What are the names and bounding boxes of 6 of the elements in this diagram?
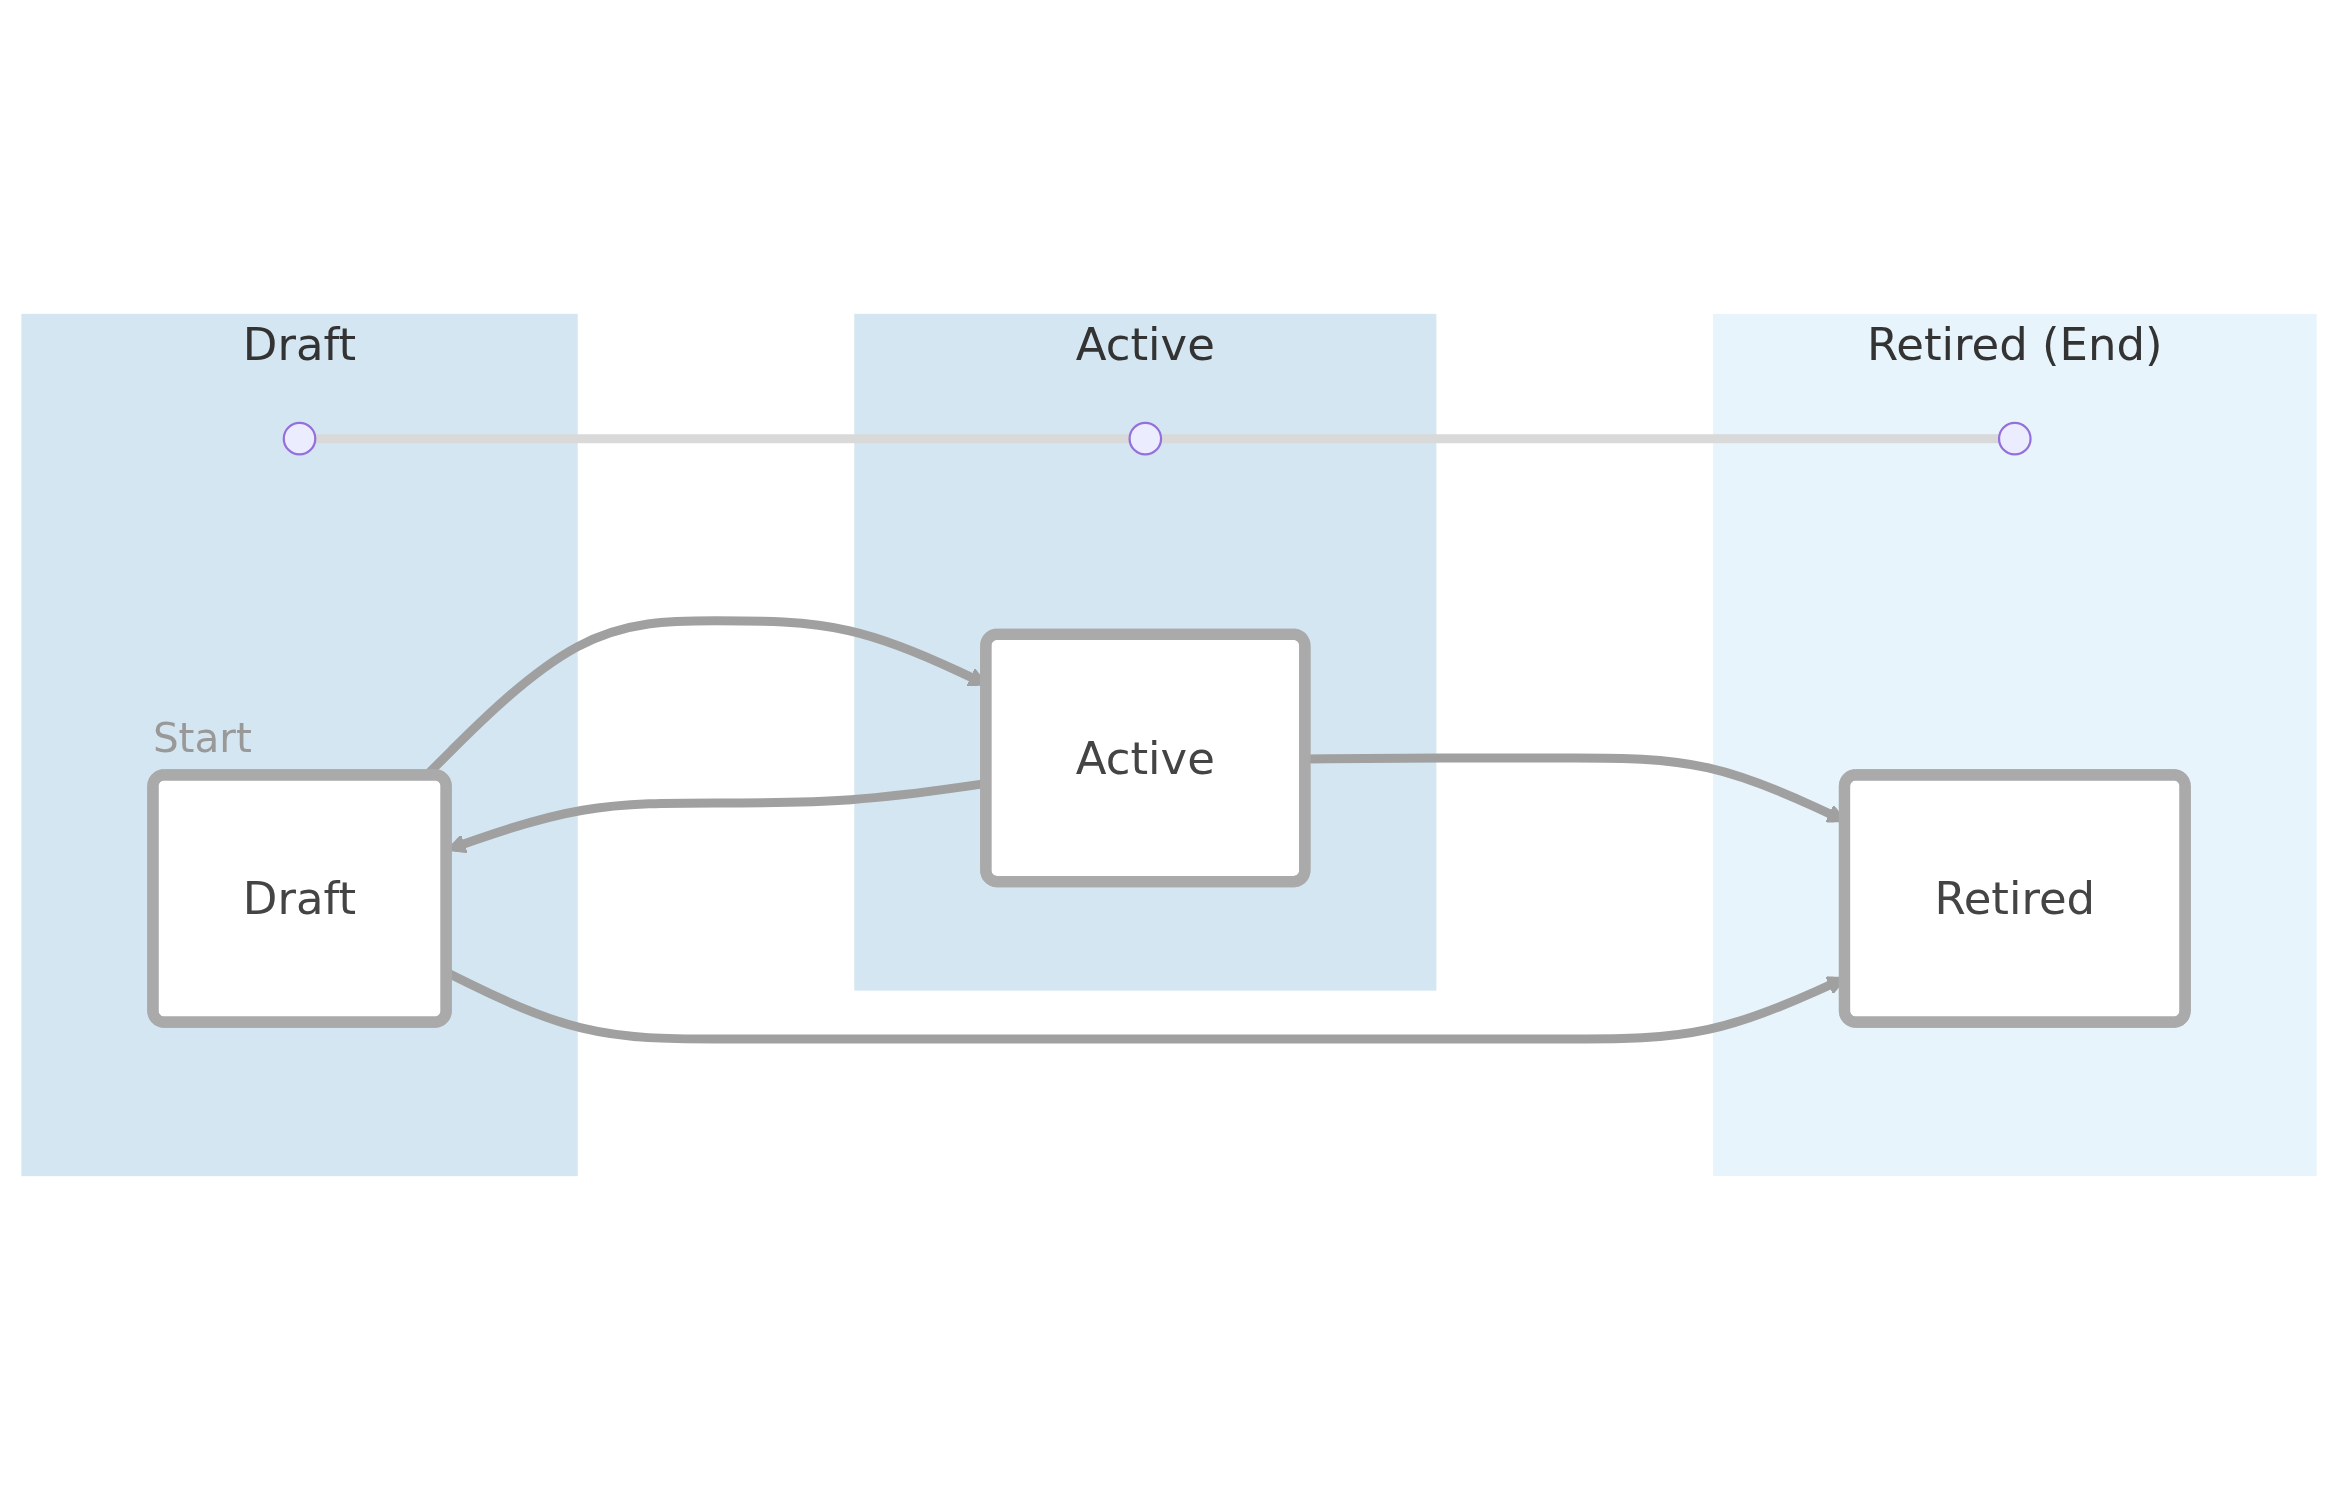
- connector: [1161, 434, 2000, 444]
- start-label: Start: [152, 714, 252, 763]
- node-circle: [1128, 421, 1163, 456]
- node-circle: [1997, 421, 2032, 456]
- connector: [315, 434, 1130, 444]
- node-circle: [282, 421, 317, 456]
